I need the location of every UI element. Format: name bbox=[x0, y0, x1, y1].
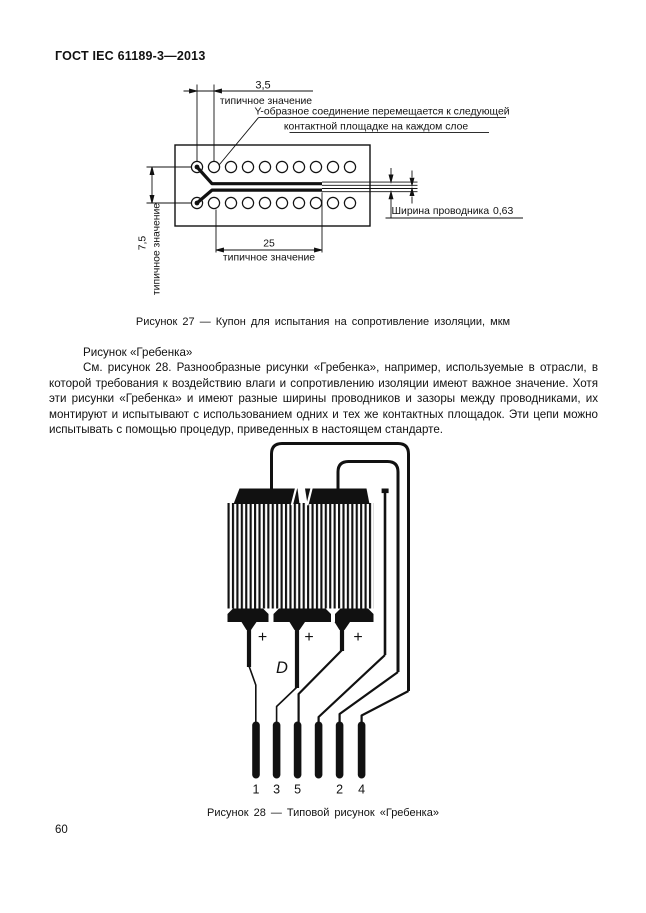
pad-label-2: 2 bbox=[336, 783, 343, 797]
conductor-width-callout bbox=[385, 168, 523, 219]
region-label-d: D bbox=[276, 659, 288, 677]
pad-label-4: 4 bbox=[358, 783, 365, 797]
dimension-bottom bbox=[215, 192, 323, 253]
dim-bottom-label: типичное значение bbox=[223, 253, 315, 264]
plus-marks: + + + bbox=[258, 629, 363, 646]
comb-top-bars bbox=[233, 486, 370, 506]
comb-bottom-bars bbox=[227, 608, 374, 630]
figure-27-drawing: 3,5 типичное значение Y-образное соедине… bbox=[138, 80, 523, 295]
plus-mark: + bbox=[258, 629, 267, 646]
body-text-block: Рисунок «Гребенка» См. рисунок 28. Разно… bbox=[49, 345, 598, 437]
annotation-leader bbox=[219, 117, 506, 165]
dim-left-label: типичное значение bbox=[152, 203, 163, 295]
pad-label-1: 1 bbox=[253, 783, 260, 797]
plus-mark: + bbox=[353, 629, 362, 646]
comb-fingers bbox=[227, 503, 374, 609]
dim-left-value: 7,5 bbox=[138, 236, 149, 251]
pad-labels: 1 3 5 2 4 bbox=[253, 783, 366, 797]
conductor-width-value: 0,63 bbox=[493, 206, 513, 217]
annotation-line2: контактной площадке на каждом слое bbox=[284, 122, 468, 133]
pad-label-3: 3 bbox=[273, 783, 280, 797]
pad-row-bottom bbox=[190, 196, 357, 210]
routing-traces bbox=[246, 442, 410, 723]
body-paragraph: См. рисунок 28. Разнообразные рисунки «Г… bbox=[49, 361, 598, 437]
pad-label-5: 5 bbox=[294, 783, 301, 797]
pad-row-top bbox=[190, 160, 357, 174]
conductor-width-label: Ширина проводника bbox=[392, 206, 490, 217]
figure-27-caption: Рисунок 27 — Купон для испытания на сопр… bbox=[135, 316, 511, 328]
body-heading: Рисунок «Гребенка» bbox=[83, 346, 193, 359]
dim-bottom-value: 25 bbox=[263, 239, 275, 250]
document-header: ГОСТ IEC 61189-3—2013 bbox=[55, 49, 206, 63]
plus-mark: + bbox=[304, 629, 313, 646]
dim-top-label: типичное значение bbox=[220, 96, 312, 107]
dimension-top bbox=[183, 84, 313, 162]
figure-28-drawing: + + + D 1 3 5 2 4 bbox=[227, 442, 410, 797]
annotation-line1: Y-образное соединение перемещается к сле… bbox=[254, 106, 509, 118]
conductor-traces bbox=[194, 164, 418, 206]
terminal-pads bbox=[252, 721, 366, 779]
dim-top-value: 3,5 bbox=[255, 80, 270, 92]
figure-28-caption: Рисунок 28 — Типовой рисунок «Гребенка» bbox=[207, 807, 439, 819]
dimension-left bbox=[146, 166, 192, 204]
page-number: 60 bbox=[55, 824, 68, 836]
